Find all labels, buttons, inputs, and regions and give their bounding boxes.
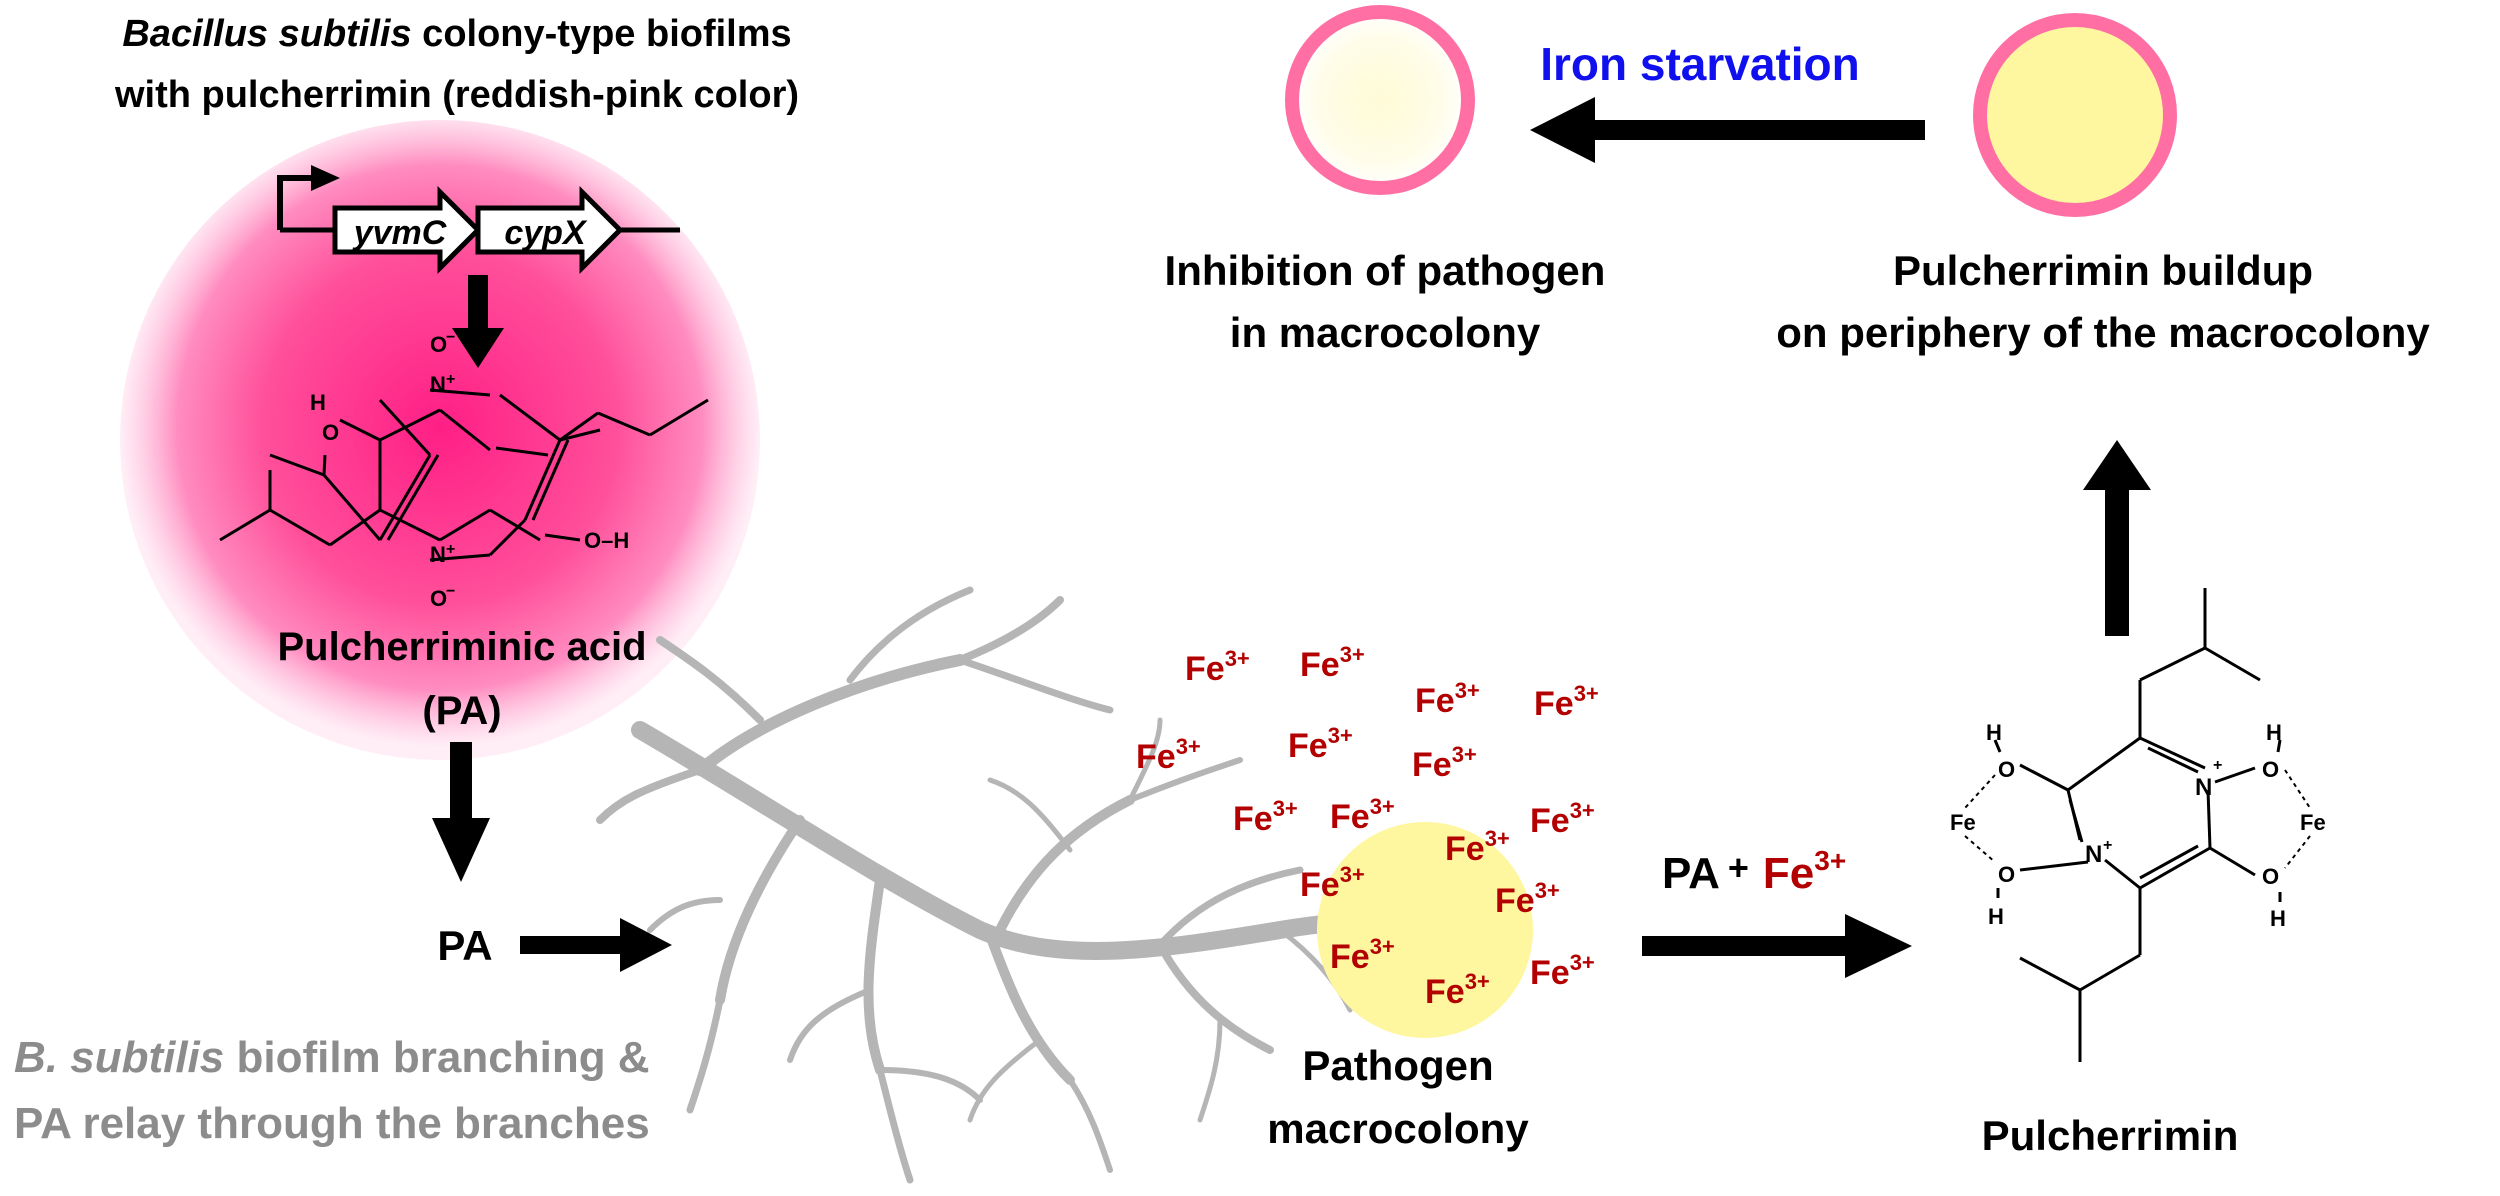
acid-name-line1: Pulcherriminic acid [277, 625, 646, 669]
pul-o-bottom-left: O [1998, 862, 2015, 887]
pulcherrimin-coordination-bonds [1964, 769, 2311, 869]
acid-atom-n-top: N [430, 372, 446, 397]
pul-fe-left: Fe [1950, 810, 1976, 835]
pul-h-top-left: H [1986, 720, 2002, 745]
promoter-arrow [277, 175, 325, 230]
fe-ion: Fe3+ [1330, 934, 1395, 976]
pul-o-bottom-right: O [2262, 864, 2279, 889]
subtitle-rest: biofilm branching & [224, 1033, 649, 1082]
pathogen-macrocolony-disc [1317, 822, 1533, 1038]
pul-h-bottom-right: H [2270, 906, 2286, 931]
arrow-up-to-buildup [2083, 440, 2151, 636]
gene-label-cypx: cypX [504, 214, 588, 252]
pul-h-bottom-left: H [1988, 904, 2004, 929]
fe-ion: Fe3+ [1534, 681, 1599, 723]
pul-h-top-right: H [2266, 720, 2282, 745]
arrow-acid-to-pa [432, 742, 490, 882]
pathogen-label-line1: Pathogen [1302, 1042, 1493, 1089]
buildup-line1: Pulcherrimin buildup [1893, 247, 2313, 294]
acid-atom-o-bottom-charge: − [446, 583, 455, 600]
inhibited-colony [1285, 5, 1475, 195]
pul-o-top-left: O [1998, 757, 2015, 782]
pul-fe-right: Fe [2300, 810, 2326, 835]
fe-ion: Fe3+ [1412, 742, 1477, 784]
acid-atom-n-top-charge: + [446, 371, 455, 388]
pulcherriminic-acid-structure [269, 388, 709, 562]
acid-atom-o-left: O [322, 420, 339, 445]
reaction-label: PA+ Fe3+ [1662, 845, 1846, 898]
acid-backbone-ring [219, 408, 581, 547]
subtitle-italic: B. subtilis [14, 1033, 224, 1082]
gene-label-yvmc: yvmC [352, 214, 447, 252]
pul-o-top-right: O [2262, 757, 2279, 782]
pulcherrimin-structure [2019, 588, 2261, 1062]
acid-name-line2: (PA) [422, 689, 501, 733]
pul-n-left: N [2085, 841, 2102, 868]
header-title-italic: Bacillus subtilis [122, 13, 411, 55]
fe-ion: Fe3+ [1445, 826, 1510, 868]
pathogen-label-line2: macrocolony [1267, 1105, 1529, 1152]
fe-ion: Fe3+ [1233, 796, 1298, 838]
iron-ions: Fe3+ Fe3+ Fe3+ Fe3+ Fe3+ Fe3+ Fe3+ Fe3+ … [1136, 642, 1599, 1011]
reaction-plus: + [1728, 847, 1749, 888]
acid-atom-o-bottom: O [430, 586, 447, 611]
pul-n-right: N [2195, 774, 2212, 801]
acid-atom-h-top: H [310, 390, 326, 415]
buildup-line2: on periphery of the macrocolony [1776, 309, 2430, 356]
fe-ion: Fe3+ [1415, 678, 1480, 720]
subtitle-line1: B. subtilis biofilm branching & [14, 1033, 650, 1082]
pa-label: PA [437, 922, 492, 969]
acid-atom-o-top: O [430, 332, 447, 357]
arrow-gene-to-acid [452, 275, 504, 368]
fe-ion: Fe3+ [1300, 862, 1365, 904]
reaction-pa: PA [1662, 849, 1720, 898]
header-title-rest: colony-type biofilms [412, 13, 792, 55]
acid-atom-o-top-charge: − [446, 329, 455, 346]
pul-n-right-charge: + [2213, 757, 2222, 774]
pink-biofilm-sphere [120, 120, 760, 760]
acid-atom-oh-right: O–H [584, 528, 629, 553]
buildup-colony [1973, 13, 2177, 217]
arrow-starvation [1530, 97, 1925, 163]
acid-atom-n-bottom-charge: + [446, 541, 455, 558]
pul-n-left-charge: + [2103, 837, 2112, 854]
reaction-fe-charge: 3+ [1814, 845, 1846, 876]
fe-ion: Fe3+ [1425, 969, 1490, 1011]
promoter-arrowhead [311, 165, 340, 191]
fe-ion: Fe3+ [1495, 878, 1560, 920]
fe-ion: Fe3+ [1136, 734, 1201, 776]
iron-starvation-label: Iron starvation [1540, 38, 1860, 90]
inhibition-line2: in macrocolony [1230, 309, 1541, 356]
acid-atom-n-bottom: N [430, 542, 446, 567]
inhibition-line1: Inhibition of pathogen [1165, 247, 1606, 294]
reaction-fe: Fe [1763, 849, 1814, 898]
fe-ion: Fe3+ [1185, 646, 1250, 688]
subtitle-line2: PA relay through the branches [14, 1099, 650, 1148]
fe-ion: Fe3+ [1530, 950, 1595, 992]
pulcherrimin-label: Pulcherrimin [1982, 1112, 2239, 1159]
fe-ion: Fe3+ [1300, 642, 1365, 684]
gene-arrow-yvmc [332, 185, 482, 275]
fe-ion: Fe3+ [1288, 723, 1353, 765]
fe-ion: Fe3+ [1330, 794, 1395, 836]
gene-operon: yvmC cypX [277, 165, 680, 275]
arrow-pa-to-branches [520, 918, 672, 972]
header-title-line2: with pulcherrimin (reddish-pink color) [114, 74, 799, 116]
gene-arrow-cypx [475, 185, 624, 275]
header-title: Bacillus subtilis colony-type biofilms [122, 13, 791, 55]
biofilm-branches [596, 586, 1409, 1184]
arrow-reaction [1642, 914, 1912, 978]
fe-ion: Fe3+ [1530, 798, 1595, 840]
